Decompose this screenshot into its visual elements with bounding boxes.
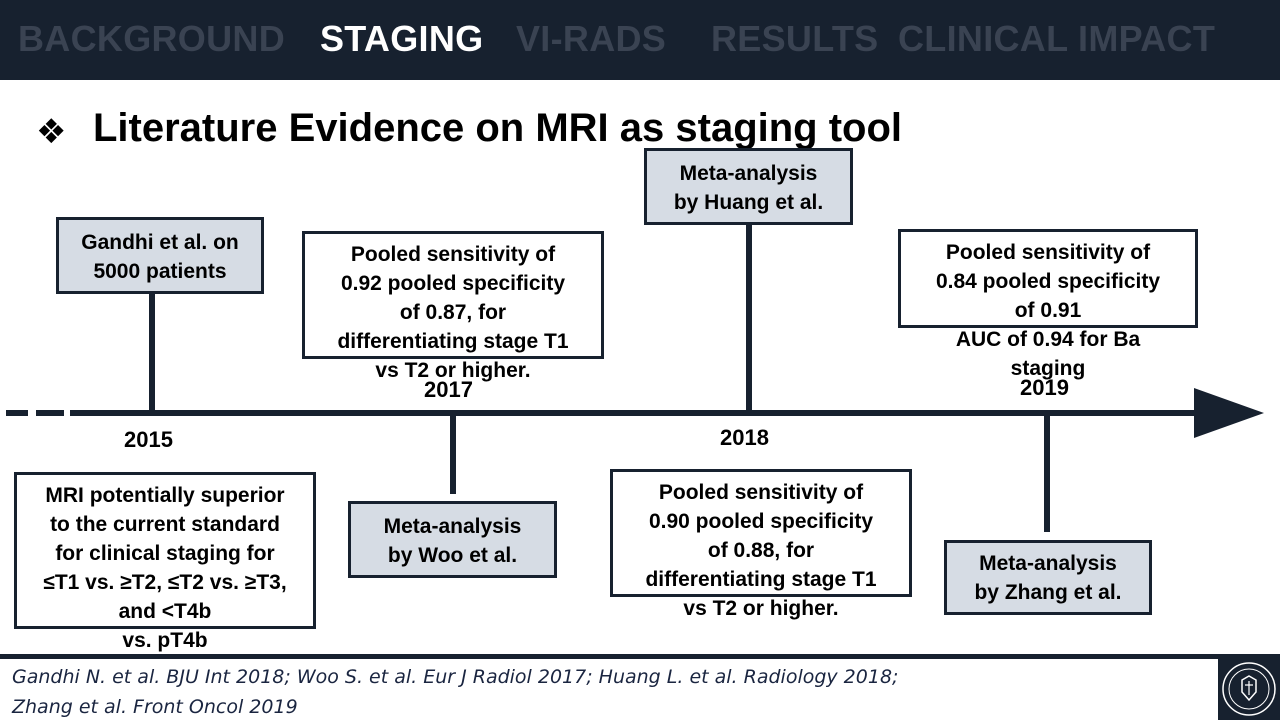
timeline-dash	[36, 410, 64, 416]
result-box-text: MRI potentially superior to the current …	[43, 484, 287, 652]
title-bullet-icon: ❖	[36, 113, 67, 151]
timeline-axis	[93, 410, 1203, 416]
year-label-2019: 2019	[1020, 375, 1069, 400]
study-box-label: Meta-analysis by Zhang et al.	[974, 552, 1122, 604]
study-box-label: Gandhi et al. on 5000 patients	[81, 231, 239, 283]
year-label-2015: 2015	[124, 427, 173, 452]
result-box-huang: Pooled sensitivity of 0.90 pooled specif…	[610, 469, 912, 620]
reference-line: Zhang et al. Front Oncol 2019	[12, 696, 298, 718]
footer-divider	[0, 654, 1280, 659]
result-box-text: Pooled sensitivity of 0.92 pooled specif…	[337, 243, 569, 382]
study-box-huang: Meta-analysis by Huang et al.	[644, 148, 853, 225]
year-label-2018: 2018	[720, 425, 769, 450]
nav-item-background[interactable]: BACKGROUND	[18, 18, 285, 59]
slide-title: Literature Evidence on MRI as staging to…	[93, 106, 903, 150]
university-seal-icon	[1218, 658, 1280, 720]
nav-item-results[interactable]: RESULTS	[711, 18, 879, 59]
study-box-zhang: Meta-analysis by Zhang et al.	[944, 540, 1152, 615]
study-box-label: Meta-analysis by Huang et al.	[673, 162, 824, 214]
result-box-text: Pooled sensitivity of 0.84 pooled specif…	[935, 241, 1161, 380]
section-nav-bar: BACKGROUND STAGING VI-RADS RESULTS CLINI…	[0, 0, 1280, 80]
timeline-dash	[6, 410, 28, 416]
study-box-gandhi: Gandhi et al. on 5000 patients	[56, 217, 264, 294]
nav-item-vi-rads[interactable]: VI-RADS	[516, 18, 667, 59]
timeline-tick-2019	[1044, 414, 1050, 532]
study-box-woo: Meta-analysis by Woo et al.	[348, 501, 557, 578]
timeline-tick-2017	[450, 414, 456, 494]
timeline-tick-2015	[149, 294, 155, 414]
nav-item-clinical-impact[interactable]: CLINICAL IMPACT	[898, 18, 1216, 59]
result-box-gandhi: MRI potentially superior to the current …	[14, 472, 316, 652]
nav-item-staging[interactable]: STAGING	[320, 18, 484, 59]
reference-line: Gandhi N. et al. BJU Int 2018; Woo S. et…	[12, 666, 899, 688]
study-box-label: Meta-analysis by Woo et al.	[383, 515, 522, 567]
timeline-arrowhead	[1194, 388, 1264, 438]
result-box-zhang: Pooled sensitivity of 0.84 pooled specif…	[898, 229, 1198, 380]
timeline-dash	[70, 410, 94, 416]
result-box-woo: Pooled sensitivity of 0.92 pooled specif…	[302, 231, 604, 382]
result-box-text: Pooled sensitivity of 0.90 pooled specif…	[645, 481, 877, 620]
timeline-tick-2018	[746, 224, 752, 414]
year-label-2017: 2017	[424, 377, 473, 402]
references: Gandhi N. et al. BJU Int 2018; Woo S. et…	[12, 662, 1192, 722]
